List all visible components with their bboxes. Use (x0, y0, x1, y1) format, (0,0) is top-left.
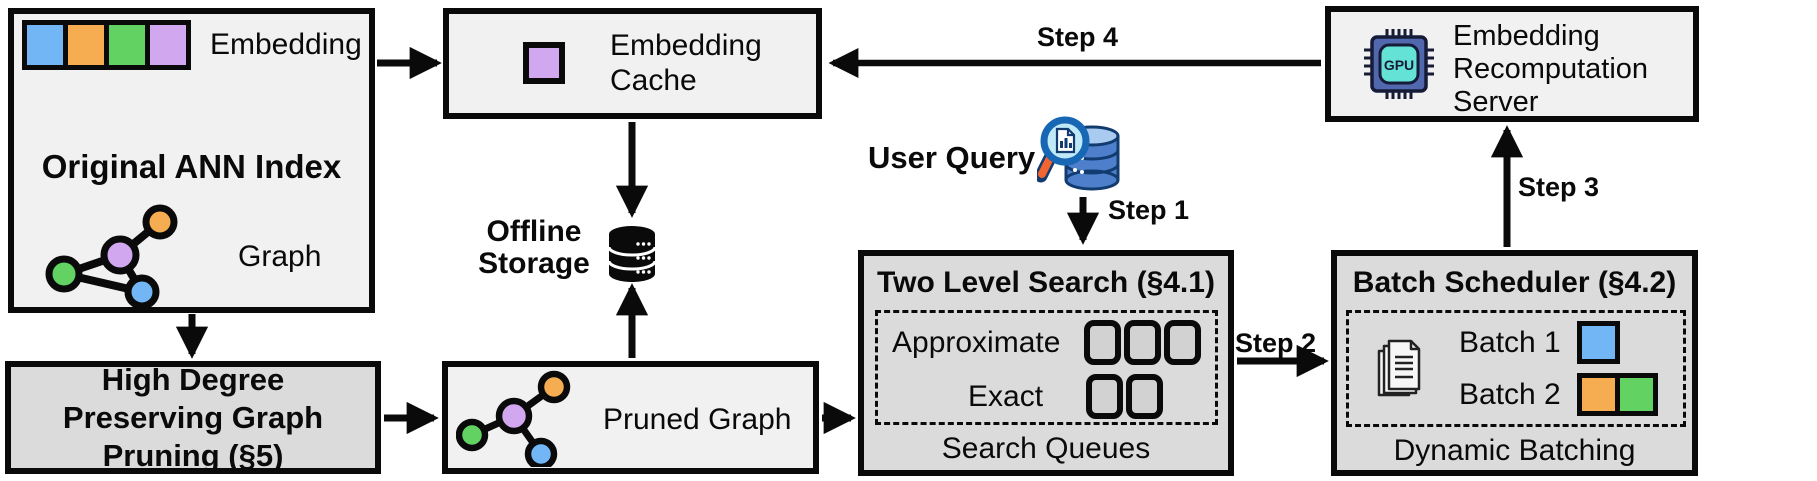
batch-2-squares (1576, 373, 1658, 416)
recomputation-server-label: Embedding Recomputation Server (1453, 20, 1649, 118)
pruned-graph-box: Pruned Graph (442, 361, 819, 474)
graph-pruning-title: High Degree Preserving Graph Pruning (§5… (62, 361, 324, 473)
embedding-label: Embedding (210, 28, 362, 61)
step-4-label: Step 4 (1037, 22, 1119, 52)
batch-1-squares (1576, 321, 1620, 364)
graph-pruning-box: High Degree Preserving Graph Pruning (§5… (5, 361, 381, 474)
embedding-vector-icon (22, 20, 191, 70)
search-queues-caption: Search Queues (941, 432, 1151, 465)
gpu-text: GPU (1384, 57, 1414, 73)
step-1-label: Step 1 (1108, 195, 1190, 225)
batch-scheduler-title: Batch Scheduler (§4.2) (1352, 266, 1677, 299)
batch-2-cell-orange (1581, 378, 1615, 411)
queue-slot (1164, 320, 1201, 365)
approximate-label: Approximate (892, 325, 1061, 359)
cached-embedding-icon (523, 42, 565, 84)
offline-storage-label: Offline Storage (478, 215, 590, 280)
approximate-queue-row: Approximate (892, 320, 1201, 365)
batch-2-cell-green (1619, 378, 1653, 411)
two-level-search-title: Two Level Search (§4.1) (877, 266, 1215, 299)
dynamic-batching-caption: Dynamic Batching (1393, 434, 1636, 467)
batch-2-label: Batch 2 (1459, 377, 1561, 411)
offline-storage-database-icon (607, 226, 657, 282)
pruned-graph-label: Pruned Graph (603, 403, 792, 436)
batch-scheduler-box: Batch Scheduler (§4.2) Batch 1 (1331, 250, 1698, 476)
two-level-search-box: Two Level Search (§4.1) Approximate Exac… (858, 250, 1234, 476)
gpu-chip-icon: GPU (1364, 29, 1434, 99)
ann-graph-icon (45, 204, 178, 310)
approximate-queues (1084, 320, 1201, 365)
recomputation-server-box: GPU Embedding Recomputation Server (1325, 6, 1699, 122)
original-ann-index-title: Original ANN Index (41, 148, 342, 185)
batch-1-label: Batch 1 (1459, 325, 1561, 359)
embedding-cell-blue (27, 25, 63, 65)
queue-slot (1084, 320, 1121, 365)
graph-label: Graph (238, 240, 322, 273)
exact-queues (1086, 374, 1163, 419)
step-2-label: Step 2 (1235, 328, 1317, 358)
original-ann-index-box: Embedding Original ANN Index Graph (8, 8, 375, 313)
batch-1-cell-blue (1581, 326, 1615, 359)
embedding-cell-green (109, 25, 145, 65)
exact-queue-row: Exact (968, 374, 1163, 419)
dynamic-batching-panel: Batch 1 Batch 2 (1346, 310, 1686, 427)
pruned-graph-icon (456, 370, 571, 467)
embedding-cache-label: Embedding Cache (610, 29, 762, 97)
queue-slot (1124, 320, 1161, 365)
documents-icon (1377, 339, 1421, 397)
user-query-icon (1037, 116, 1120, 191)
step-3-label: Step 3 (1518, 172, 1600, 202)
embedding-cache-box: Embedding Cache (443, 8, 822, 119)
embedding-cell-purple (150, 25, 186, 65)
batch-1-row: Batch 1 (1459, 321, 1620, 364)
queue-slot (1086, 374, 1123, 419)
exact-label: Exact (968, 379, 1044, 413)
embedding-cell-orange (68, 25, 104, 65)
search-queues-panel: Approximate Exact (875, 310, 1218, 425)
user-query-label: User Query (868, 140, 1036, 175)
queue-slot (1126, 374, 1163, 419)
batch-2-row: Batch 2 (1459, 373, 1658, 416)
